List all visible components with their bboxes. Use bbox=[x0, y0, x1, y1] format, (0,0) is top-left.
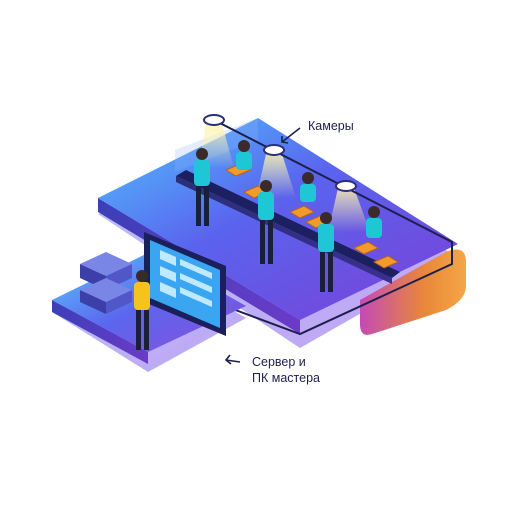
cameras-label: Камеры bbox=[308, 119, 354, 133]
cameras-callout: Камеры bbox=[281, 119, 354, 144]
workers-front-of-belt bbox=[194, 148, 334, 292]
server-label-line1: Сервер и bbox=[252, 355, 306, 369]
conveyor-end-wall bbox=[360, 249, 466, 335]
server-rack-icon bbox=[80, 252, 132, 314]
master-person bbox=[134, 270, 150, 350]
conveyor-belt bbox=[176, 170, 400, 284]
workers-behind-belt bbox=[236, 140, 382, 238]
dashboard-monitor-icon bbox=[144, 232, 226, 336]
server-callout: Сервер и ПК мастера bbox=[224, 354, 320, 385]
ceiling-camera-icon bbox=[203, 114, 357, 192]
server-label-line2: ПК мастера bbox=[252, 371, 320, 385]
